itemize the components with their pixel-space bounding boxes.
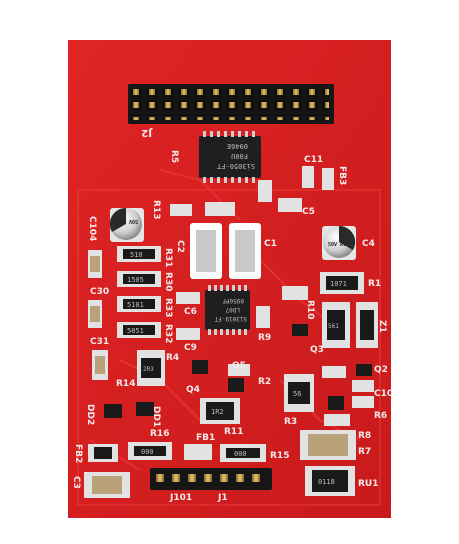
r31-mark: 1505 [127, 276, 144, 284]
diode-z1 [356, 302, 378, 348]
label-r32: R32 [163, 324, 173, 343]
u1-mark-2: F00U [231, 152, 248, 160]
label-r30: R30 [163, 272, 173, 291]
resistor-r33: 5101 [117, 296, 161, 312]
resistor-r30: 510 [117, 246, 161, 262]
label-c104: C104 [87, 216, 97, 241]
capacitor-c2 [190, 223, 222, 279]
resistor-r32: 5051 [117, 322, 161, 338]
ferrite-fb2 [88, 444, 118, 462]
label-dd2: DD2 [85, 404, 95, 425]
label-r14: R14 [116, 379, 135, 389]
label-r15: R15 [270, 451, 289, 461]
u1-mark-3: 0946E [227, 142, 248, 150]
resistor-r3: 56 [284, 374, 314, 412]
capacitor-c31 [88, 300, 102, 328]
r4-mark: 2R3 [143, 366, 154, 373]
label-r16: R16 [150, 429, 169, 439]
capacitor-c3 [84, 472, 130, 498]
r3-mark: 56 [293, 390, 301, 398]
capacitor-c4: 50V RVT [322, 225, 356, 260]
u1-mark-1: Si3050-FT [216, 162, 255, 170]
r30-mark: 510 [130, 251, 143, 259]
c104-value: 50V RVT [117, 218, 138, 224]
small-smd-parts [170, 166, 374, 460]
ru1-mark: 0118 [318, 478, 335, 486]
u2-mark-2: LD07 [225, 306, 240, 313]
u2-mark-3: 0950PF [222, 297, 244, 304]
label-r3: R3 [284, 417, 297, 427]
resistor-ru1: 0118 [305, 466, 355, 496]
r32-mark: 5051 [127, 327, 144, 335]
chip-u1: Si3050-FT F00U 0946E [199, 131, 261, 183]
label-c2: C2 [175, 240, 185, 253]
label-fb1: FB1 [196, 433, 215, 443]
label-r10: R10 [305, 300, 315, 319]
resistor-r11: 1R2 [200, 398, 240, 424]
label-r4: R4 [166, 353, 179, 363]
label-c5: C5 [302, 207, 315, 217]
label-r11: R11 [224, 427, 243, 437]
label-r13: R13 [151, 200, 161, 219]
r16-mark: 000 [141, 448, 154, 456]
r15-mark: 000 [234, 450, 247, 458]
transistors [104, 324, 372, 418]
label-r8: R8 [358, 431, 371, 441]
header-j1 [150, 468, 272, 490]
label-c6: C6 [184, 307, 197, 317]
label-q3: Q3 [310, 345, 324, 355]
label-r33: R33 [163, 298, 173, 317]
label-dd1: DD1 [151, 406, 161, 427]
capacitor-c104: 50V RVT [109, 207, 144, 242]
r10-mark: 561 [328, 323, 339, 330]
resistor-r4: 2R3 [137, 350, 165, 386]
board-routing-area [77, 189, 381, 506]
label-r7: R7 [358, 447, 371, 457]
label-r1: R1 [368, 279, 381, 289]
header-j2 [128, 84, 334, 124]
label-j2: J2 [141, 127, 153, 138]
resistor-r16: 000 [128, 442, 172, 460]
label-c1: C1 [264, 239, 277, 249]
resistor-r10: 561 [322, 302, 350, 348]
resistor-r1: 1071 [320, 272, 364, 294]
label-j101: J101 [169, 493, 192, 503]
label-q4: Q4 [186, 385, 200, 395]
label-r5: R5 [169, 150, 179, 163]
label-c31: C31 [90, 337, 109, 347]
label-q2: Q2 [374, 365, 388, 375]
label-fb2: FB2 [73, 444, 83, 463]
chip-u2: Si3019-FT LD07 0950PF [205, 285, 250, 335]
label-r2: R2 [258, 377, 271, 387]
u2-mark-1: Si3019-FT [214, 315, 247, 322]
label-j1: J1 [217, 493, 228, 503]
label-fb3: FB3 [337, 166, 347, 185]
capacitor-c30 [88, 250, 102, 278]
label-q5: Q5 [232, 361, 246, 371]
label-c4: C4 [362, 239, 375, 249]
label-c30: C30 [90, 287, 109, 297]
label-r6: R6 [374, 411, 387, 421]
silkscreen-labels: C104 R5 R13 C5 C11 FB3 C2 C1 C4 C30 C31 … [71, 150, 393, 503]
label-c10: C10 [374, 389, 393, 399]
label-c11: C11 [304, 155, 323, 165]
r1-mark: 1071 [330, 280, 347, 288]
resistor-r31: 1505 [117, 271, 161, 287]
label-r31: R31 [163, 248, 173, 267]
label-z1: Z1 [377, 320, 387, 333]
resistor-r15: 000 [220, 444, 266, 462]
label-ru1: RU1 [358, 479, 379, 489]
label-r9: R9 [258, 333, 271, 343]
capacitor-r14-pad [92, 350, 108, 380]
label-c9: C9 [184, 343, 197, 353]
capacitor-c1 [229, 223, 261, 279]
r11-mark: 1R2 [211, 408, 224, 416]
resistor-r7 [300, 430, 356, 460]
c4-value: 50V RVT [328, 242, 349, 248]
r33-mark: 5101 [127, 301, 144, 309]
label-c3: C3 [71, 476, 81, 489]
